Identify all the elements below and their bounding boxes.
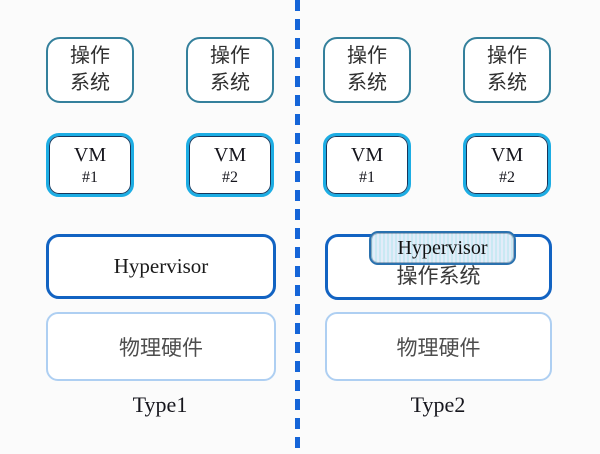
vm-number: #1 [359, 168, 375, 186]
type2-guest-os-box-2: 操作 系统 [463, 37, 551, 103]
type1-vm2-box: VM #2 [186, 133, 274, 197]
guest-os-label-line1: 操作 [487, 45, 527, 67]
type1-hardware-box: 物理硬件 [46, 312, 276, 381]
type2-guest-os-box-1: 操作 系统 [323, 37, 411, 103]
guest-os-label-line2: 系统 [70, 72, 110, 94]
vm-label: VM [213, 143, 247, 166]
type2-hypervisor-badge: Hypervisor [369, 231, 516, 265]
hypervisor-badge-label: Hypervisor [397, 236, 488, 259]
type1-guest-os-box-1: 操作 系统 [46, 37, 134, 103]
vm-label: VM [490, 143, 524, 166]
guest-os-label-line1: 操作 [70, 45, 110, 67]
dashed-divider-line [295, 0, 300, 454]
vm-label: VM [350, 143, 384, 166]
host-os-label: 操作系统 [396, 264, 481, 288]
vm-label: VM [73, 143, 107, 166]
type2-caption: Type2 [410, 392, 466, 417]
type1-guest-os-box-2: 操作 系统 [186, 37, 274, 103]
type2-host-os-box: Hypervisor 操作系统 [325, 231, 552, 300]
guest-os-label-line1: 操作 [347, 45, 387, 67]
hardware-label: 物理硬件 [396, 335, 481, 360]
type1-hypervisor-box: Hypervisor [46, 234, 276, 299]
guest-os-label-line1: 操作 [210, 45, 250, 67]
vm-number: #2 [222, 168, 238, 186]
hardware-label: 物理硬件 [119, 335, 203, 360]
guest-os-label-line2: 系统 [487, 72, 527, 94]
vm-number: #1 [82, 168, 98, 186]
guest-os-label-line2: 系统 [347, 72, 387, 94]
type2-hardware-box: 物理硬件 [325, 312, 552, 381]
type1-vm1-box: VM #1 [46, 133, 134, 197]
type2-vm2-box: VM #2 [463, 133, 551, 197]
guest-os-label-line2: 系统 [210, 72, 250, 94]
vm-number: #2 [499, 168, 515, 186]
type1-caption: Type1 [132, 392, 188, 417]
hypervisor-label: Hypervisor [113, 254, 209, 278]
type2-vm1-box: VM #1 [323, 133, 411, 197]
